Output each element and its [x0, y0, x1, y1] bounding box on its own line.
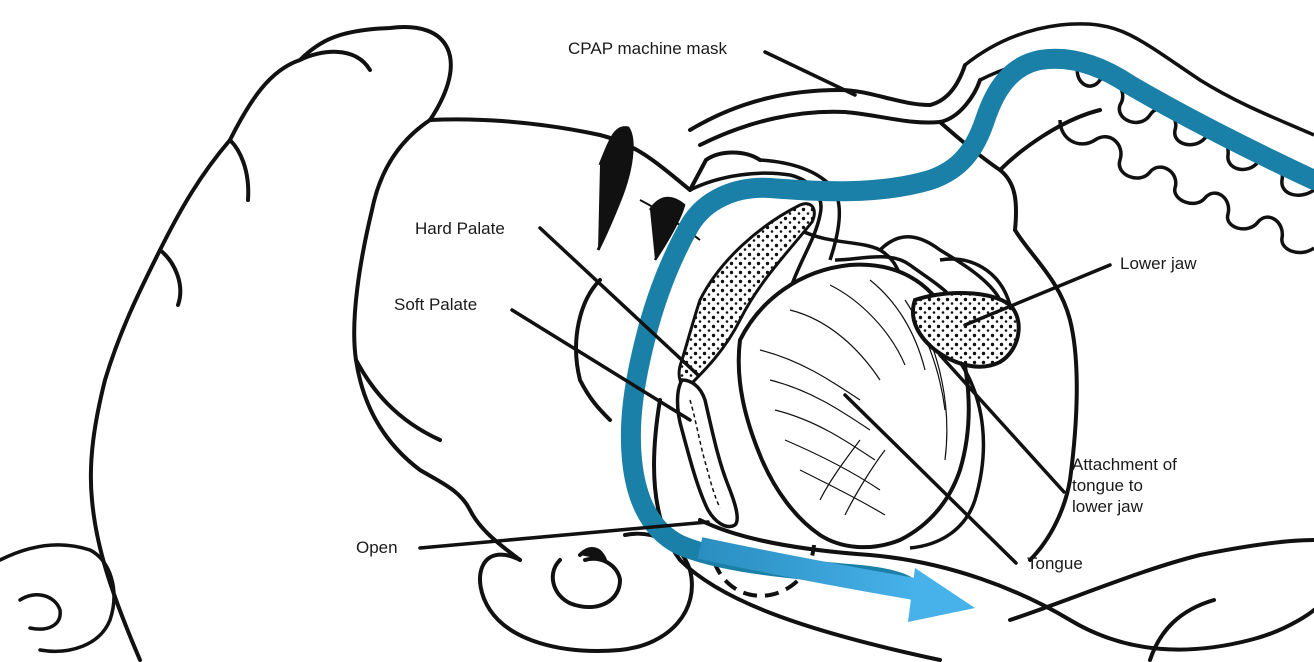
label-soft-palate: Soft Palate	[394, 294, 477, 315]
leader-cpap-mask	[765, 52, 855, 95]
label-lower-jaw: Lower jaw	[1120, 253, 1197, 274]
label-open: Open	[356, 537, 398, 558]
label-attachment: Attachment of tongue to lower jaw	[1072, 454, 1212, 517]
label-attachment-line-1: Attachment of	[1072, 454, 1212, 475]
leader-soft-palate	[512, 310, 690, 420]
hand	[0, 545, 114, 651]
soft-palate	[678, 380, 738, 527]
label-cpap-mask: CPAP machine mask	[568, 38, 727, 59]
head-outline	[91, 27, 451, 660]
label-hard-palate: Hard Palate	[415, 218, 505, 239]
label-tongue: Tongue	[1027, 553, 1083, 574]
label-attachment-line-2: tongue to	[1072, 475, 1212, 496]
label-attachment-line-3: lower jaw	[1072, 496, 1212, 517]
